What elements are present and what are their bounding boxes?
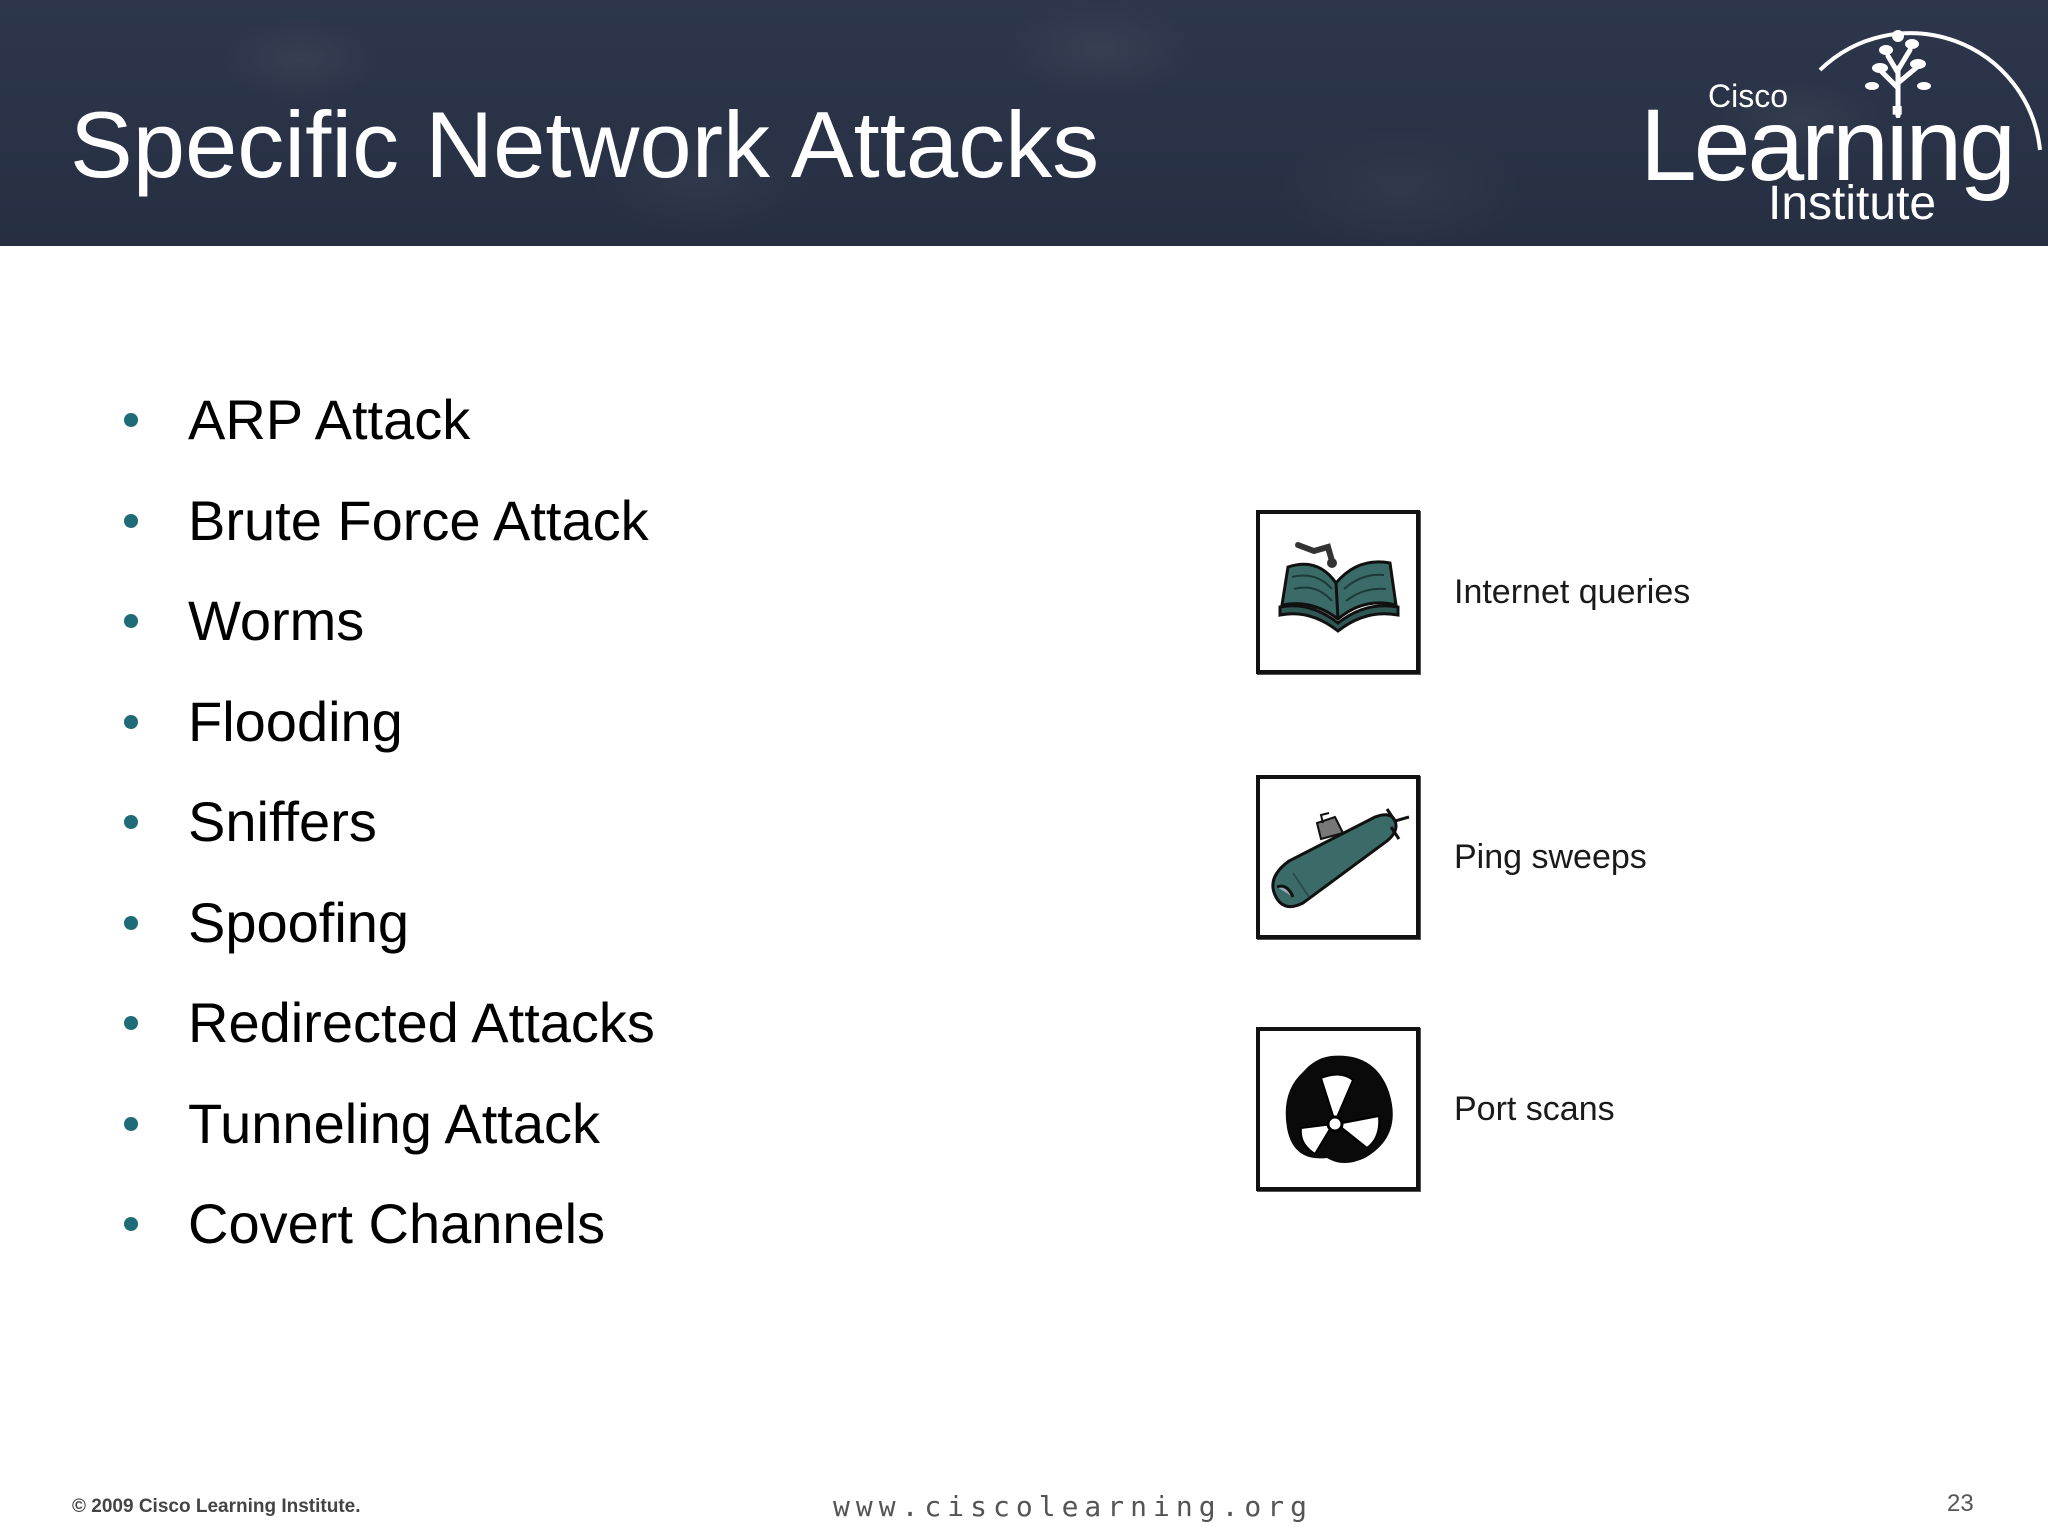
list-item: Covert Channels xyxy=(120,1174,655,1275)
list-item-label: Tunneling Attack xyxy=(188,1091,600,1155)
list-item: ARP Attack xyxy=(120,370,655,471)
list-item: Tunneling Attack xyxy=(120,1074,655,1175)
list-item-label: Brute Force Attack xyxy=(188,488,649,552)
recon-item-ping-sweeps: Ping sweeps xyxy=(1256,775,1647,939)
logo-cisco-text: Cisco xyxy=(1708,78,1789,114)
list-item: Sniffers xyxy=(120,772,655,873)
bullet-icon xyxy=(124,614,138,629)
bullet-icon xyxy=(124,513,138,528)
recon-item-port-scans: Port scans xyxy=(1256,1027,1615,1191)
list-item: Brute Force Attack xyxy=(120,471,655,572)
submarine-icon xyxy=(1256,775,1420,939)
logo-arc-icon xyxy=(1818,31,2042,151)
footer-url: www.ciscolearning.org xyxy=(833,1490,1314,1523)
bullet-icon xyxy=(124,413,138,428)
logo-institute-text: Institute xyxy=(1768,177,1937,230)
attack-list: ARP Attack Brute Force Attack Worms Floo… xyxy=(120,370,655,1275)
bullet-icon xyxy=(124,915,138,930)
list-item-label: Redirected Attacks xyxy=(188,991,655,1055)
logo-learning-text: Learning xyxy=(1640,88,2016,202)
recon-label: Ping sweeps xyxy=(1454,837,1647,876)
list-item-label: Covert Channels xyxy=(188,1192,606,1256)
slide-header: Specific Network Attacks Cisco Learning … xyxy=(0,0,2048,246)
propeller-icon xyxy=(1256,1027,1420,1191)
footer-copyright: © 2009 Cisco Learning Institute. xyxy=(72,1496,361,1517)
list-item: Redirected Attacks xyxy=(120,973,655,1074)
list-item-label: Spoofing xyxy=(188,890,410,954)
list-item-label: Flooding xyxy=(188,689,403,753)
cisco-learning-institute-logo: Cisco Learning Institute xyxy=(1640,0,2048,246)
recon-label: Port scans xyxy=(1454,1089,1615,1128)
bullet-icon xyxy=(124,815,138,830)
book-icon xyxy=(1256,510,1420,674)
recon-label: Internet queries xyxy=(1454,572,1691,611)
bullet-icon xyxy=(124,1016,138,1031)
list-item-label: Worms xyxy=(188,589,365,653)
list-item-label: ARP Attack xyxy=(188,388,471,452)
bullet-icon xyxy=(124,1116,138,1131)
bullet-icon xyxy=(124,714,138,729)
bullet-icon xyxy=(124,1217,138,1232)
list-item: Flooding xyxy=(120,672,655,773)
recon-item-internet-queries: Internet queries xyxy=(1256,510,1690,674)
page-number: 23 xyxy=(1947,1490,1974,1517)
list-item-label: Sniffers xyxy=(188,790,377,854)
tree-icon xyxy=(1865,30,1931,118)
list-item: Spoofing xyxy=(120,873,655,974)
list-item: Worms xyxy=(120,571,655,672)
slide-title: Specific Network Attacks xyxy=(70,92,1100,197)
